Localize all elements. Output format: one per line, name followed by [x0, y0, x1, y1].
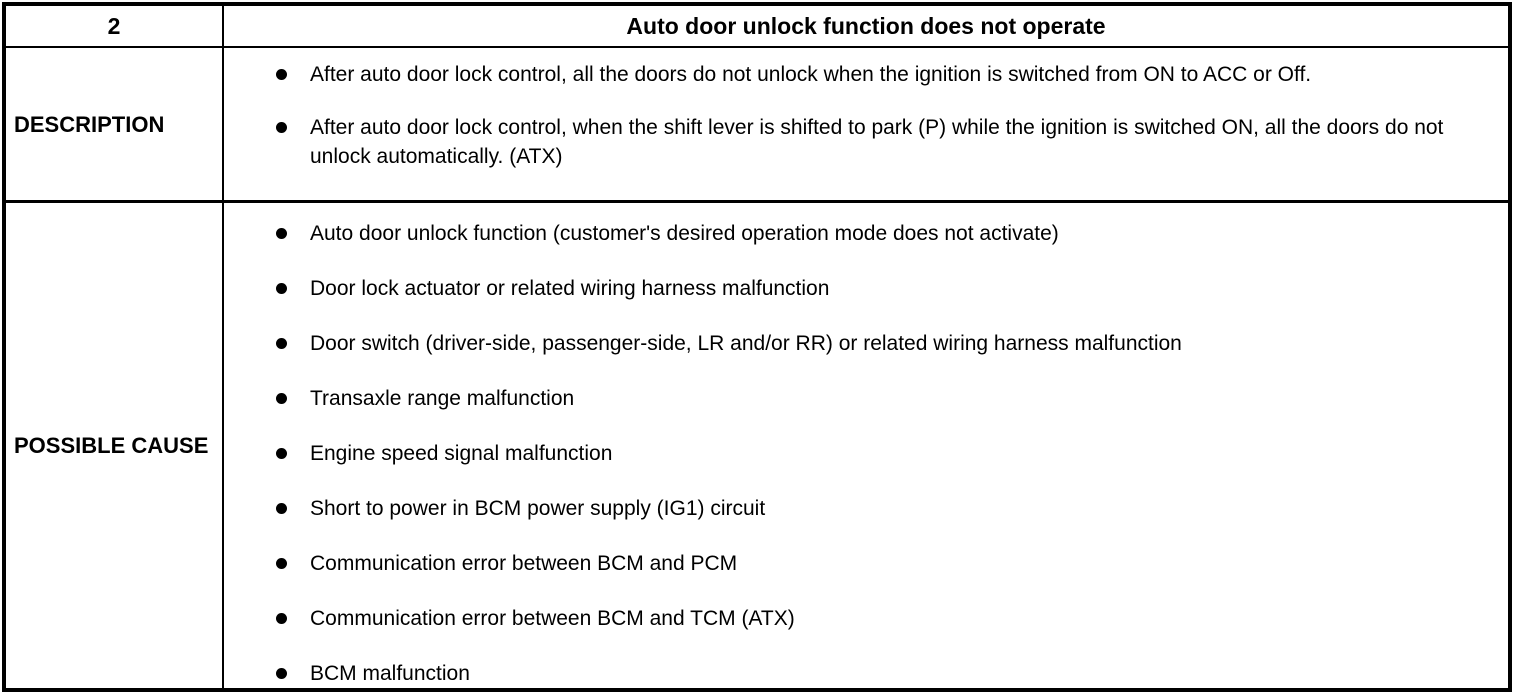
possible-cause-bullet-text: Door lock actuator or related wiring har… — [310, 277, 830, 300]
symptom-number-cell: 2 — [6, 6, 224, 48]
bullet-icon — [276, 338, 287, 349]
list-item: Engine speed signal malfunction — [224, 439, 1508, 468]
description-bullet-text: After auto door lock control, when the s… — [310, 116, 1444, 168]
bullet-icon — [276, 613, 287, 624]
symptom-title: Auto door unlock function does not opera… — [626, 12, 1106, 39]
possible-cause-label-cell: POSSIBLE CAUSE — [6, 203, 224, 688]
bullet-icon — [276, 228, 287, 239]
bullet-icon — [276, 448, 287, 459]
list-item: Auto door unlock function (customer's de… — [224, 219, 1508, 248]
bullet-icon — [276, 668, 287, 679]
bullet-icon — [276, 69, 287, 80]
list-item: Communication error between BCM and PCM — [224, 549, 1508, 578]
description-bullet-list: After auto door lock control, all the do… — [224, 48, 1508, 171]
bullet-icon — [276, 503, 287, 514]
possible-cause-bullet-list: Auto door unlock function (customer's de… — [224, 203, 1508, 688]
description-label-cell: DESCRIPTION — [6, 48, 224, 203]
possible-cause-bullet-text: Engine speed signal malfunction — [310, 442, 613, 465]
list-item: BCM malfunction — [224, 659, 1508, 688]
possible-cause-label: POSSIBLE CAUSE — [14, 433, 209, 458]
bullet-icon — [276, 558, 287, 569]
list-item: Door switch (driver-side, passenger-side… — [224, 329, 1508, 358]
description-content-cell: After auto door lock control, all the do… — [224, 48, 1508, 203]
bullet-icon — [276, 393, 287, 404]
possible-cause-bullet-text: Door switch (driver-side, passenger-side… — [310, 332, 1182, 355]
possible-cause-bullet-text: Auto door unlock function (customer's de… — [310, 222, 1059, 245]
possible-cause-content-cell: Auto door unlock function (customer's de… — [224, 203, 1508, 688]
list-item: After auto door lock control, all the do… — [224, 60, 1508, 89]
possible-cause-bullet-text: Communication error between BCM and TCM … — [310, 607, 795, 630]
description-bullet-text: After auto door lock control, all the do… — [310, 63, 1312, 86]
symptom-title-cell: Auto door unlock function does not opera… — [224, 6, 1508, 48]
list-item: Communication error between BCM and TCM … — [224, 604, 1508, 633]
possible-cause-bullet-text: Communication error between BCM and PCM — [310, 552, 738, 575]
list-item: Transaxle range malfunction — [224, 384, 1508, 413]
possible-cause-bullet-text: Transaxle range malfunction — [310, 387, 575, 410]
list-item: Short to power in BCM power supply (IG1)… — [224, 494, 1508, 523]
bullet-icon — [276, 283, 287, 294]
list-item: Door lock actuator or related wiring har… — [224, 274, 1508, 303]
possible-cause-bullet-text: BCM malfunction — [310, 662, 470, 685]
possible-cause-bullet-text: Short to power in BCM power supply (IG1)… — [310, 497, 766, 520]
bullet-icon — [276, 122, 287, 133]
description-label: DESCRIPTION — [14, 111, 165, 137]
symptom-number: 2 — [107, 12, 121, 39]
list-item: After auto door lock control, when the s… — [224, 113, 1508, 171]
